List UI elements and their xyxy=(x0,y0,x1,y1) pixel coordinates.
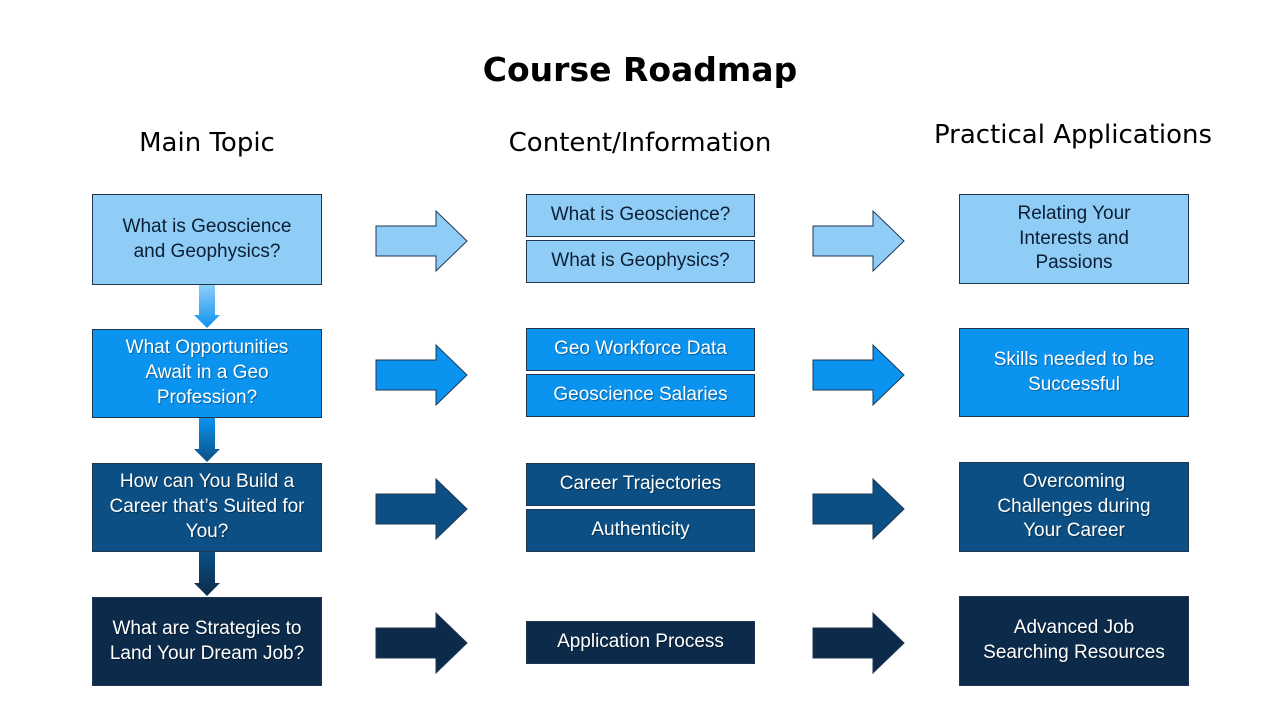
right-arrow-icon xyxy=(812,611,905,675)
practical-box-4: Advanced Job Searching Resources xyxy=(959,596,1189,686)
column-header-content: Content/Information xyxy=(508,128,772,158)
right-arrow-icon xyxy=(375,209,468,273)
practical-box-3: Overcoming Challenges during Your Career xyxy=(959,462,1189,552)
practical-box-1: Relating Your Interests and Passions xyxy=(959,194,1189,284)
right-arrow-icon xyxy=(375,477,468,541)
content-box-trajectories: Career Trajectories xyxy=(526,463,755,506)
right-arrow-icon xyxy=(375,343,468,407)
content-label: What is Geophysics? xyxy=(551,250,730,272)
content-box-application: Application Process xyxy=(526,621,755,664)
content-box-geoscience: What is Geoscience? xyxy=(526,194,755,237)
practical-box-2: Skills needed to be Successful xyxy=(959,328,1189,417)
content-box-geophysics: What is Geophysics? xyxy=(526,240,755,283)
right-arrow-icon xyxy=(375,611,468,675)
down-arrow-icon xyxy=(194,552,220,596)
practical-label: Relating Your Interests and Passions xyxy=(1017,202,1131,274)
practical-label: Overcoming Challenges during Your Career xyxy=(997,470,1151,542)
column-header-practical: Practical Applications xyxy=(933,120,1213,150)
topic-label: How can You Build a Career that’s Suited… xyxy=(109,471,305,542)
down-arrow-icon xyxy=(194,418,220,462)
content-label: Application Process xyxy=(557,631,724,653)
content-label: Career Trajectories xyxy=(559,473,722,495)
right-arrow-icon xyxy=(812,343,905,407)
right-arrow-icon xyxy=(812,209,905,273)
content-box-authenticity: Authenticity xyxy=(526,509,755,552)
page-title: Course Roadmap xyxy=(482,50,798,89)
topic-label: What are Strategies to Land Your Dream J… xyxy=(109,617,305,664)
practical-label: Skills needed to be Successful xyxy=(993,348,1155,395)
content-box-workforce: Geo Workforce Data xyxy=(526,328,755,371)
right-arrow-icon xyxy=(812,477,905,541)
content-label: Geoscience Salaries xyxy=(553,384,728,406)
content-label: What is Geoscience? xyxy=(550,204,731,226)
column-header-main-topic: Main Topic xyxy=(139,128,275,158)
down-arrow-icon xyxy=(194,285,220,328)
topic-box-2: What Opportunities Await in a Geo Profes… xyxy=(92,329,322,418)
content-box-salaries: Geoscience Salaries xyxy=(526,374,755,417)
topic-label: What Opportunities Await in a Geo Profes… xyxy=(125,337,289,408)
topic-box-3: How can You Build a Career that’s Suited… xyxy=(92,463,322,552)
topic-label: What is Geoscience and Geophysics? xyxy=(122,215,292,262)
practical-label: Advanced Job Searching Resources xyxy=(983,617,1165,663)
topic-box-4: What are Strategies to Land Your Dream J… xyxy=(92,597,322,686)
topic-box-1: What is Geoscience and Geophysics? xyxy=(92,194,322,285)
content-label: Authenticity xyxy=(591,519,690,541)
content-label: Geo Workforce Data xyxy=(554,338,727,360)
